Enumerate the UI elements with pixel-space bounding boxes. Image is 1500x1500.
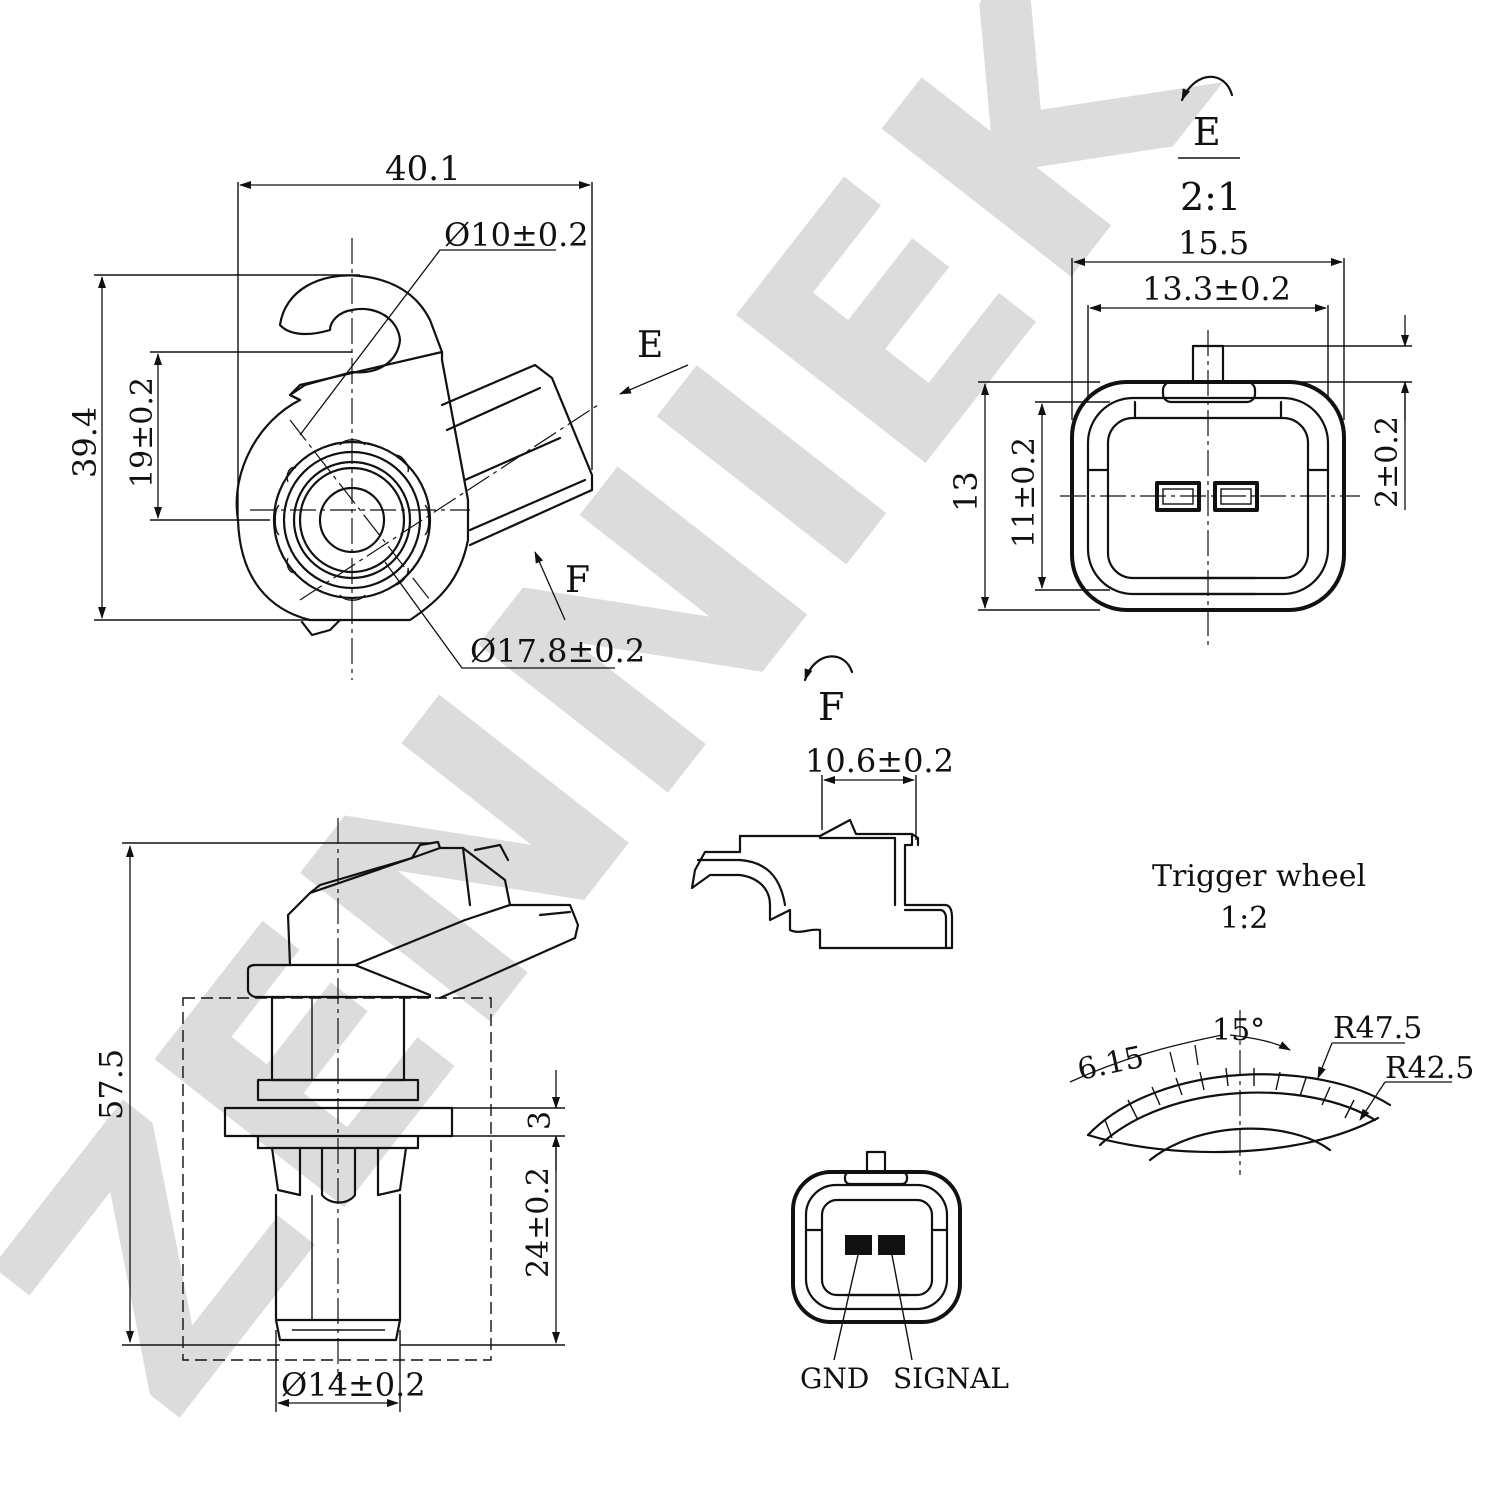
dim-side-width: 10.6±0.2 <box>805 742 954 780</box>
dim-probe-dia: Ø14±0.2 <box>281 1366 426 1404</box>
pin-signal <box>878 1235 905 1255</box>
dim-outer-width: 15.5 <box>1178 224 1249 262</box>
pin-label-gnd: GND <box>800 1362 869 1395</box>
dim-tooth: 6.15 <box>1074 1040 1147 1088</box>
view-e-label: E <box>637 325 663 366</box>
dim-length: 57.5 <box>92 1049 130 1120</box>
pinout-view: GND SIGNAL <box>791 1150 1009 1395</box>
watermark: ZENNIEK <box>0 0 1286 1478</box>
top-view: 40.1 Ø10±0.2 39.4 19±0.2 Ø17.8±0.2 E F <box>66 149 689 680</box>
dim-hole-offset: 19±0.2 <box>125 377 160 488</box>
dim-angle: 15° <box>1212 1013 1265 1048</box>
trigger-wheel: Trigger wheel 1:2 6.15 15° R47.5 <box>1069 859 1474 1175</box>
dim-inner-width: 13.3±0.2 <box>1142 270 1291 308</box>
dim-height: 13 <box>947 471 985 512</box>
dim-r-outer: R47.5 <box>1333 1011 1422 1046</box>
trigger-wheel-scale: 1:2 <box>1220 901 1268 936</box>
seal-lobes <box>274 439 430 601</box>
dim-key-height: 2±0.2 <box>1370 416 1405 508</box>
dim-r-inner: R42.5 <box>1385 1051 1474 1086</box>
dim-width: 40.1 <box>385 149 461 189</box>
view-f-label: F <box>565 560 590 601</box>
connector-title: E <box>1193 110 1221 154</box>
dim-flange: 3 <box>523 1111 558 1130</box>
front-view: 57.5 3 24±0.2 Ø14±0.2 <box>92 818 580 1412</box>
dim-probe-length: 24±0.2 <box>521 1167 556 1278</box>
dim-height: 39.4 <box>66 407 104 478</box>
dim-body-dia: Ø17.8±0.2 <box>470 632 645 670</box>
connector-scale: 2:1 <box>1180 175 1241 219</box>
connector-view-e: E 2:1 15.5 13.3±0.2 <box>947 75 1412 650</box>
side-title: F <box>818 685 844 729</box>
wheel-teeth <box>1104 1067 1355 1139</box>
side-view-f: F 10.6±0.2 <box>690 655 954 950</box>
watermark-text: ZENNIEK <box>0 0 1286 1478</box>
trigger-wheel-title: Trigger wheel <box>1152 859 1366 894</box>
dim-inner-height: 11±0.2 <box>1007 437 1042 548</box>
pin-gnd <box>845 1235 872 1255</box>
pin-label-signal: SIGNAL <box>893 1362 1009 1395</box>
dim-hole-dia: Ø10±0.2 <box>444 216 589 254</box>
